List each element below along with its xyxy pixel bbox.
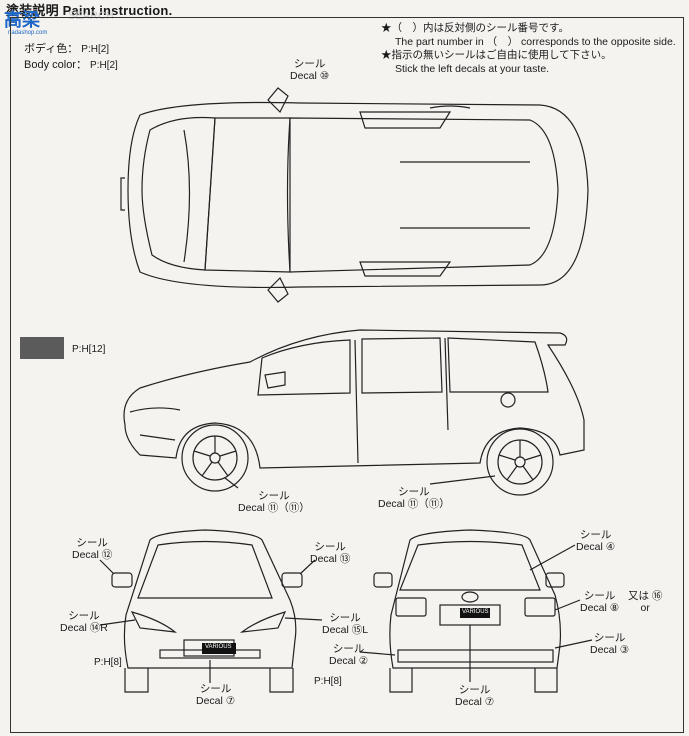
body-color-code-2: P:H[2] [90, 60, 118, 71]
front-plate-text: VARIOUS [205, 644, 232, 650]
decal-label-side-rear: シール Decal ⑪（⑪） [378, 486, 450, 510]
decal-label-4: シール Decal ④ [576, 529, 616, 553]
rear-view-car [359, 529, 593, 693]
note-line-2: The part number in （ ） corresponds to th… [395, 35, 676, 48]
watermark-logo: 高梁 nadashop.com SEARCH [2, 6, 152, 36]
decal-label-2: シール Decal ② [329, 643, 369, 667]
page-title: 塗装説明 Paint instruction. [6, 3, 173, 18]
front-plate-box [202, 643, 236, 654]
side-view-car [123, 329, 585, 496]
body-color-info: ボディ色： P:H[2] Body color： P:H[2] [24, 40, 118, 72]
decal-label-16-or: 又は ⑯ or [628, 590, 663, 614]
note-line-4: Stick the left decals at your taste. [395, 62, 550, 75]
note-line-1: ★（ ）内は反対側のシール番号です。 [381, 22, 569, 34]
decal-label-3: シール Decal ③ [590, 632, 630, 656]
swatch-code: P:H[12] [72, 344, 106, 355]
body-color-code: P:H[2] [81, 44, 110, 55]
decal-label-8: シール Decal ⑧ [580, 590, 620, 614]
decal-label-14: シール Decal ⑭R [60, 610, 108, 634]
decal-label-15: シール Decal ⑮L [322, 612, 369, 636]
notes: ★（ ）内は反対側のシール番号です。 The part number in （ … [381, 22, 676, 76]
decal-label-front-7: シール Decal ⑦ [196, 683, 236, 707]
body-color-en: Body color： [24, 59, 87, 71]
decal-label-12: シール Decal ⑫ [72, 537, 113, 561]
decal-label-rear-7: シール Decal ⑦ [455, 684, 495, 708]
front-code-right: P:H[8] [314, 676, 342, 687]
color-swatch [20, 337, 64, 359]
note-line-3: ★指示の無いシールはご自由に使用して下さい。 [381, 49, 612, 61]
watermark-ghost: SEARCH [68, 10, 114, 22]
rear-plate-text: VARIOUS [462, 609, 489, 615]
watermark-url: nadashop.com [8, 30, 48, 36]
front-code-left: P:H[8] [94, 657, 122, 668]
watermark-text: 高梁 [4, 10, 40, 30]
body-color-jp: ボディ色： [24, 43, 79, 55]
instruction-frame [10, 17, 684, 733]
decal-label-13: シール Decal ⑬ [310, 541, 351, 565]
rear-plate-box [460, 608, 490, 618]
front-view-car [99, 529, 323, 693]
decal-label-side-front: シール Decal ⑪（⑪） [238, 490, 310, 514]
top-view-car [120, 87, 589, 303]
decal-label-top: シール Decal ⑩ [290, 58, 330, 82]
